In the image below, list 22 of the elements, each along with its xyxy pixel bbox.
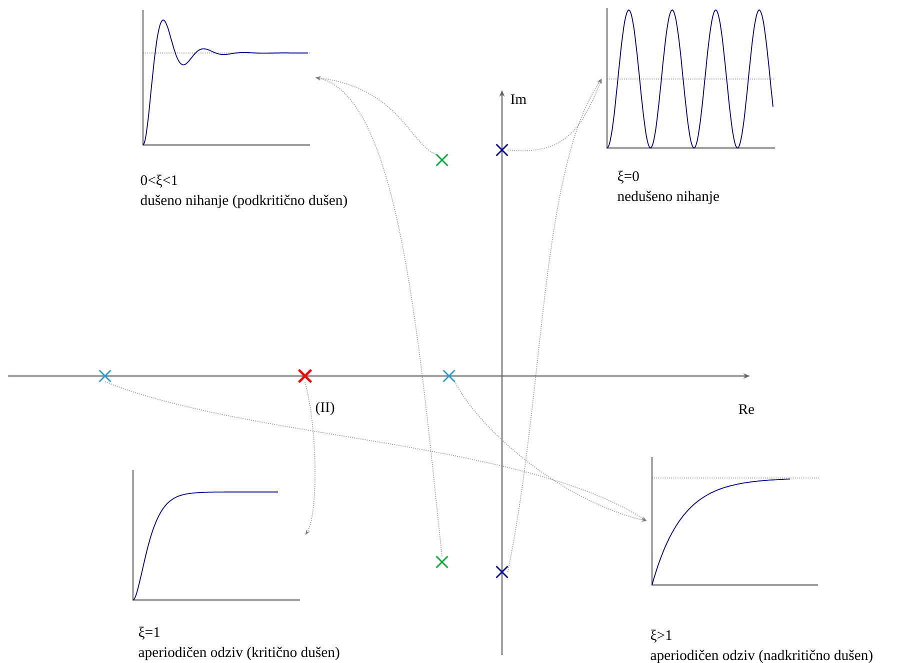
step-response-drawing xyxy=(606,8,776,149)
axis-label: Im xyxy=(510,94,526,104)
pole-marker xyxy=(298,368,312,384)
damping-ratio-label: ξ>1 xyxy=(650,630,672,643)
pole-marker xyxy=(442,370,456,382)
damping-ratio-label: ξ=1 xyxy=(138,626,160,640)
step-response-drawing xyxy=(142,10,310,146)
response-caption: aperiodičen odziv (kritično dušen) xyxy=(138,646,340,660)
response-caption: dušeno nihanje (podkritično dušen) xyxy=(140,194,347,208)
pole-marker xyxy=(496,144,508,156)
pole-marker xyxy=(436,154,448,166)
step-response-drawing xyxy=(651,457,820,586)
axis-label: Re xyxy=(738,404,754,414)
response-caption: aperiodičen odziv (nadkritično dušen) xyxy=(650,650,872,663)
pole-marker xyxy=(436,556,448,568)
pole-label: (II) xyxy=(316,402,334,416)
damping-ratio-label: 0<ξ<1 xyxy=(140,174,178,188)
response-caption: nedušeno nihanje xyxy=(618,190,719,204)
damping-ratio-label: ξ=0 xyxy=(618,170,639,184)
pole-marker xyxy=(496,566,508,578)
step-response-drawing xyxy=(132,470,300,601)
pole-marker xyxy=(98,370,112,382)
